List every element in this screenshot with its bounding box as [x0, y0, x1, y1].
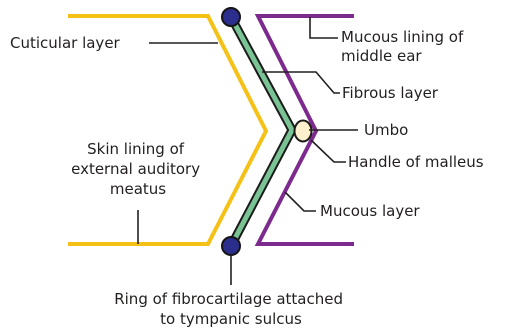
leader-handle	[311, 140, 346, 162]
label-mucous-layer: Mucous layer	[320, 202, 420, 220]
fibrous-layer	[231, 17, 292, 246]
umbo-handle-of-malleus	[295, 121, 312, 142]
label-ring-of-fibrocartilage: Ring of fibrocartilage attached to tympa…	[114, 290, 348, 328]
label-handle-of-malleus: Handle of malleus	[348, 153, 484, 171]
label-mucous-lining: Mucous lining of middle ear	[341, 28, 468, 65]
label-skin-lining-line-1: Skin lining of	[87, 140, 185, 158]
label-fibrous-layer: Fibrous layer	[342, 84, 439, 102]
label-ring-line-1: Ring of fibrocartilage attached	[114, 290, 343, 308]
label-mucous-lining-line-2: middle ear	[341, 47, 422, 65]
ring-node-top	[222, 8, 240, 26]
label-mucous-lining-line-1: Mucous lining of	[341, 28, 464, 46]
leader-mucous-layer	[285, 192, 316, 211]
label-skin-lining-line-3: meatus	[110, 180, 166, 198]
label-cuticular-layer: Cuticular layer	[10, 34, 121, 52]
label-skin-lining-line-2: external auditory	[71, 160, 200, 178]
label-ring-line-2: to tympanic sulcus	[160, 310, 302, 328]
fibrous-layer-edge	[231, 17, 292, 246]
leader-mucous-lining	[310, 17, 338, 38]
label-skin-lining: Skin lining of external auditory meatus	[71, 140, 205, 198]
ring-node-bottom	[222, 237, 240, 255]
label-umbo: Umbo	[364, 121, 408, 139]
